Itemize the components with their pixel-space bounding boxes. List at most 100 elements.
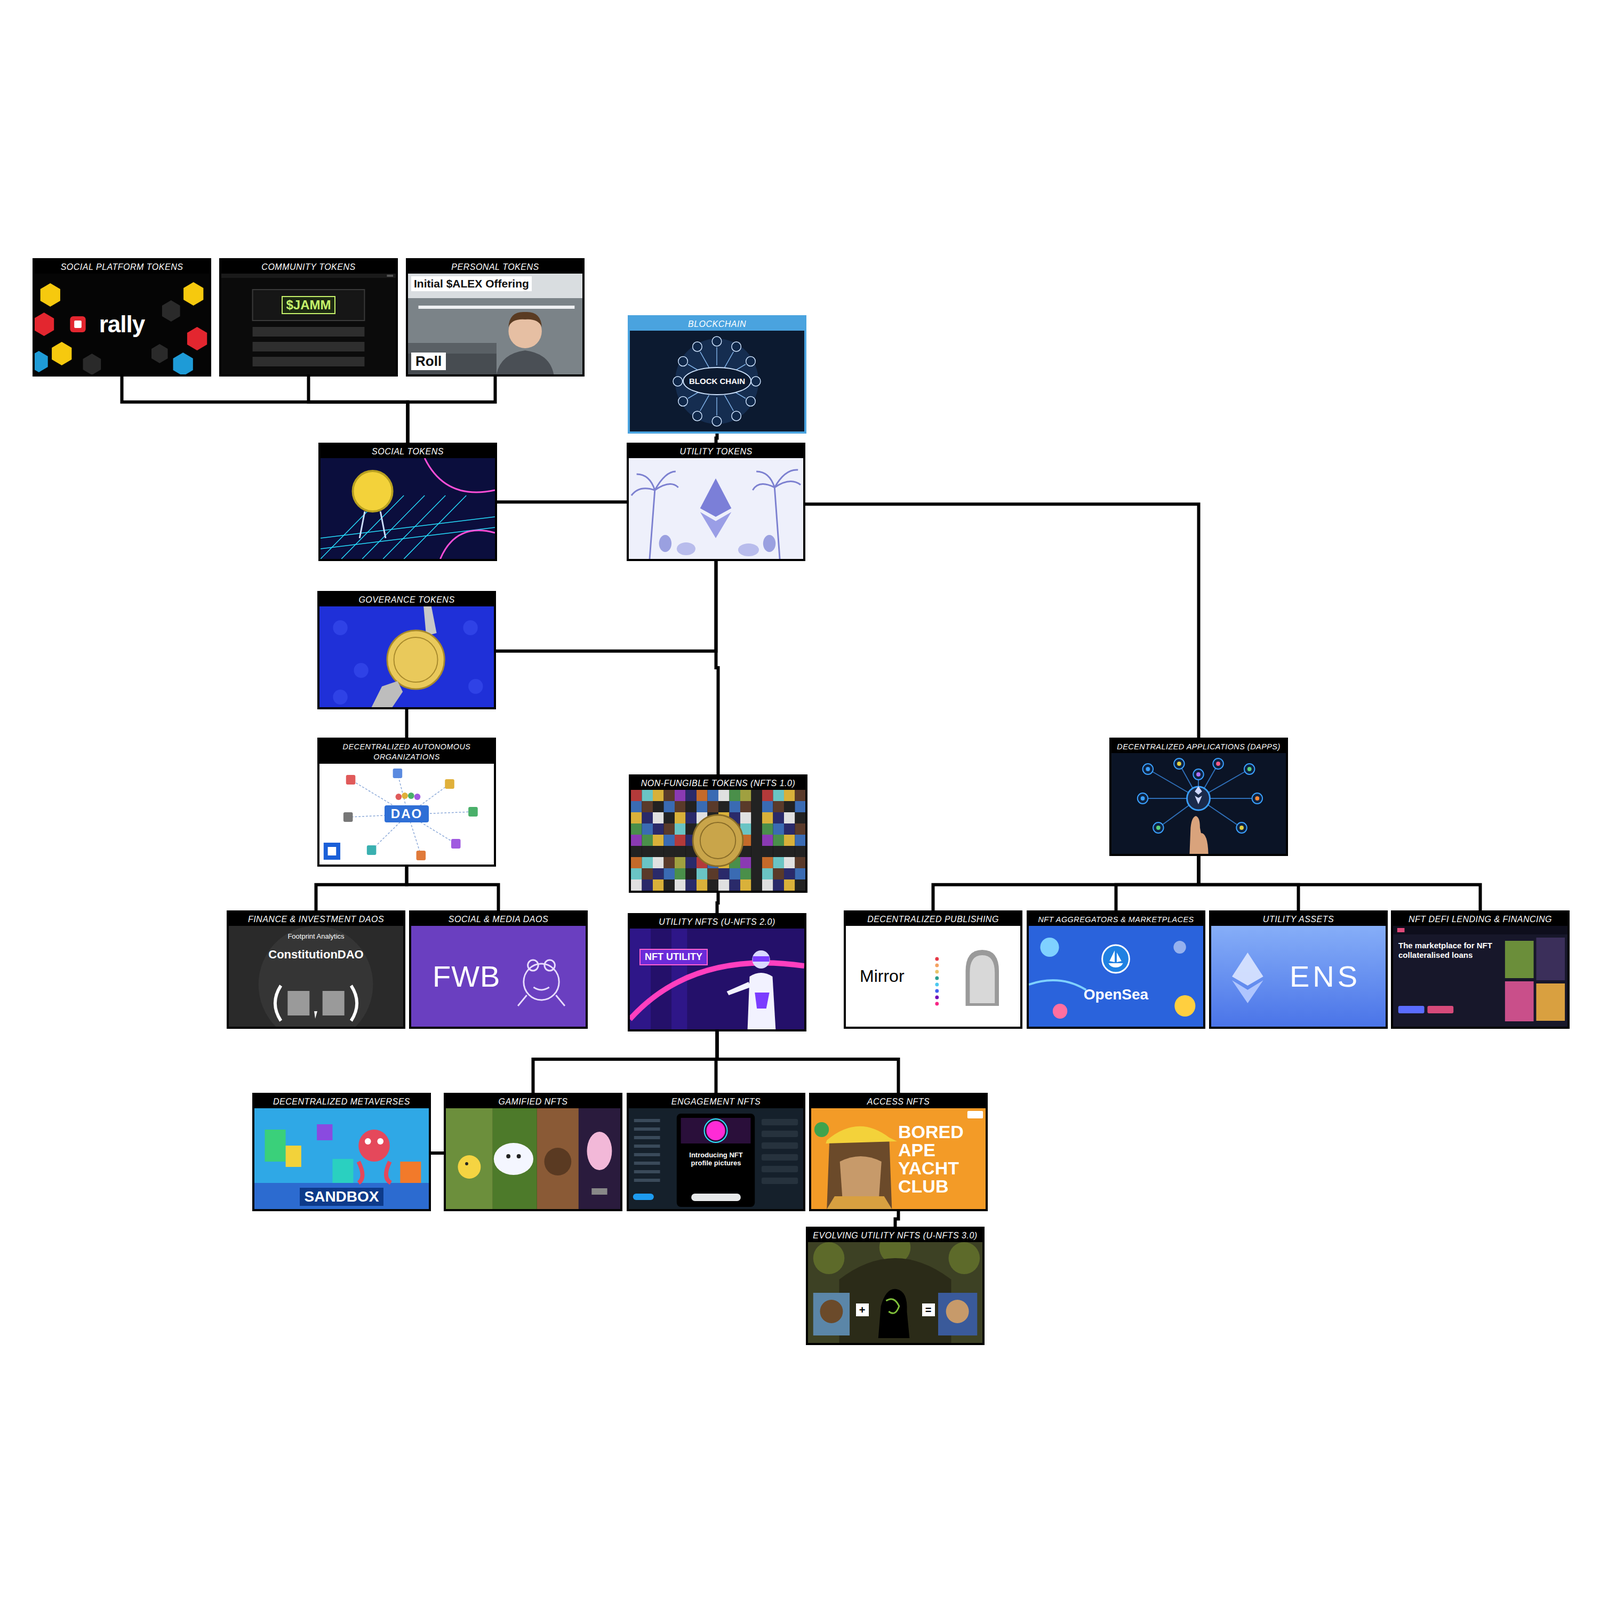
card-illustration: [320, 458, 495, 559]
illustration-shape: [716, 397, 717, 416]
connector-line: [405, 709, 409, 738]
illustration-shape: [692, 411, 703, 421]
card-node: BLOCKCHAINBLOCK CHAIN: [627, 315, 807, 434]
illustration-shape: [934, 976, 939, 981]
card-node: DECENTRALIZED PUBLISHINGMirror: [843, 910, 1023, 1029]
illustration-shape: [1028, 925, 1204, 1027]
illustration-shape: [641, 834, 653, 846]
card-node: COMMUNITY TOKENS$JAMM: [219, 258, 398, 377]
illustration-shape: [517, 987, 565, 1006]
card-node: NFT AGGREGATORS & MARKETPLACESOpenSea: [1026, 910, 1206, 1029]
connector-line: [496, 561, 717, 652]
illustration-shape: [663, 834, 675, 846]
illustration-shape: [457, 1155, 481, 1179]
illustration-shape: [528, 960, 539, 971]
illustration-shape: [468, 678, 483, 694]
card-image: BLOCK CHAIN: [629, 330, 805, 432]
illustration-shape: [784, 879, 795, 891]
illustration-shape: [934, 989, 939, 994]
illustration-shape: [814, 1122, 829, 1138]
illustration-shape: [674, 801, 686, 813]
card-image: Footprint AnalyticsConstitutionDAO: [228, 925, 404, 1027]
illustration-shape: [746, 356, 756, 367]
illustration-shape: [696, 879, 708, 891]
illustration-shape: [416, 850, 427, 861]
illustration-shape: [712, 336, 722, 347]
illustration-shape: [761, 1130, 798, 1138]
illustration-shape: [811, 1108, 986, 1210]
illustration-shape: [878, 1289, 910, 1339]
title-bar: SOCIAL & MEDIA DAOS: [411, 912, 586, 926]
illustration-shape: [1244, 763, 1255, 775]
card-title: PERSONAL TOKENS: [451, 262, 539, 272]
illustration-shape: [731, 341, 742, 352]
illustration-shape: [762, 823, 773, 835]
illustration-shape: [762, 857, 773, 869]
illustration-shape: [634, 1153, 661, 1157]
illustration-shape: [221, 273, 396, 375]
illustration-shape: [508, 312, 542, 327]
illustration-shape: [794, 801, 806, 813]
image-caption: BORED APE YACHT CLUB: [898, 1122, 979, 1196]
illustration-shape: [659, 534, 672, 552]
illustration-shape: [516, 1154, 522, 1159]
card-image: [445, 1108, 621, 1210]
illustration-shape: [1137, 793, 1149, 804]
illustration-shape: [387, 630, 445, 690]
title-bar: UTILITY ASSETS: [1211, 912, 1386, 926]
card-title: NFT DEFI LENDING & FINANCING: [1408, 914, 1552, 924]
illustration-shape: [252, 326, 365, 337]
title-bar: UTILITY TOKENS: [628, 444, 804, 459]
illustration-shape: [287, 990, 310, 1016]
illustration-shape: [784, 823, 795, 835]
illustration-shape: [674, 857, 686, 869]
card-image: DAO: [319, 763, 494, 865]
illustration-shape: [183, 282, 204, 306]
illustration-shape: [762, 812, 773, 824]
illustration-shape: [784, 857, 795, 869]
illustration-shape: [1236, 822, 1247, 834]
illustration-shape: [772, 789, 784, 802]
illustration-shape: [740, 868, 751, 880]
illustration-shape: [813, 1292, 850, 1336]
connector-line: [895, 1211, 899, 1227]
illustration-shape: [673, 376, 683, 387]
card-image: Mirror: [845, 925, 1021, 1027]
illustration-shape: [761, 1154, 798, 1161]
illustration-shape: [772, 834, 784, 846]
title-bar: NON-FUNGIBLE TOKENS (NFTS 1.0): [630, 776, 806, 790]
illustration-shape: [633, 1193, 654, 1200]
illustration-shape: [275, 985, 282, 1021]
card-image: [319, 606, 494, 708]
illustration-shape: [750, 801, 762, 813]
illustration-shape: [1196, 772, 1201, 777]
illustration-shape: [794, 834, 806, 846]
illustration-shape: [663, 812, 675, 824]
card-image: [1111, 753, 1286, 854]
illustration-shape: [1189, 816, 1208, 854]
illustration-shape: [630, 868, 642, 880]
illustration-shape: [1505, 981, 1534, 1022]
image-caption: The marketplace for NFT collateralised l…: [1398, 940, 1500, 960]
card-node: FINANCE & INVESTMENT DAOSFootprint Analy…: [226, 910, 406, 1029]
connector-line: [716, 561, 719, 775]
illustration-shape: [652, 801, 664, 813]
illustration-shape: [221, 273, 396, 278]
illustration-shape: [652, 834, 664, 846]
illustration-shape: [729, 801, 740, 813]
title-bar: SOCIAL PLATFORM TOKENS: [34, 260, 210, 274]
illustration-shape: [641, 857, 653, 869]
illustration-shape: [414, 793, 421, 800]
illustration-shape: [652, 823, 664, 835]
illustration-shape: [729, 879, 740, 891]
image-caption: =: [922, 1303, 935, 1317]
illustration-shape: [254, 1108, 429, 1210]
illustration-shape: [685, 801, 696, 813]
illustration-shape: [346, 774, 356, 785]
card-illustration: [629, 928, 805, 1030]
illustration-shape: [716, 347, 717, 366]
card-image: [628, 458, 804, 559]
illustration-shape: [740, 789, 751, 802]
illustration-shape: [634, 1144, 661, 1148]
illustration-shape: [424, 458, 495, 559]
